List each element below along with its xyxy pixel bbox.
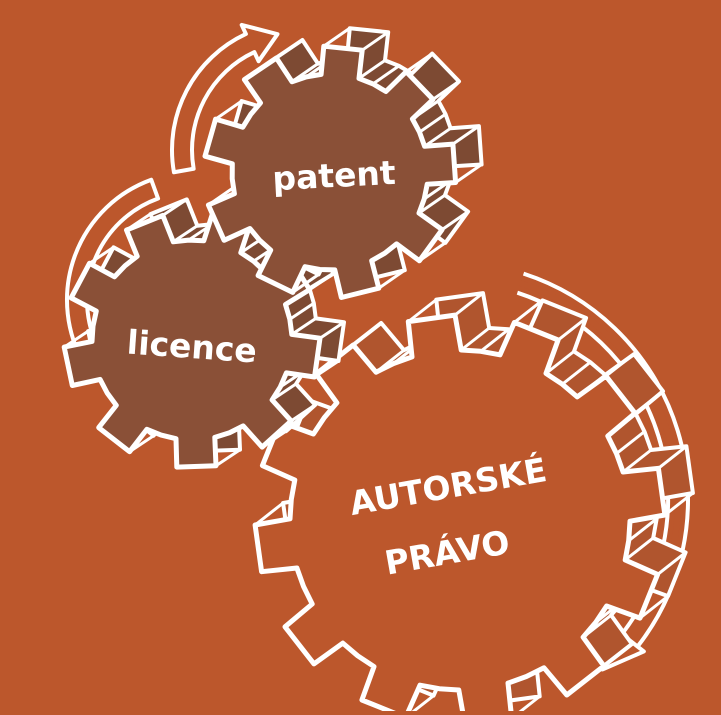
gear-licence-edge <box>161 198 188 217</box>
gear-autorske-edge <box>545 350 575 375</box>
gear-autorske-edge <box>657 445 688 470</box>
gear-autorske-edge <box>479 328 510 353</box>
gear-autorske-edge <box>561 361 592 386</box>
gear-autorske-edge <box>639 594 669 620</box>
gear-licence-edge <box>215 448 241 467</box>
gear-autorske-edge <box>624 536 655 562</box>
gear-autorske-edge <box>454 291 484 317</box>
gear-autorske-edge <box>254 501 284 527</box>
gear-autorske-edge <box>615 430 646 455</box>
gear-autorske-edge <box>622 448 653 474</box>
gear-patent-edge <box>423 127 452 148</box>
gear-licence-edge <box>290 403 317 423</box>
gear-patent <box>202 26 484 300</box>
gear-autorske-pravo <box>252 291 695 715</box>
gear-autorske-edge <box>352 321 383 347</box>
gear-patent-edge <box>322 26 351 48</box>
gear-autorske-face <box>252 312 668 715</box>
gear-licence-edge <box>288 301 315 321</box>
gear-patent-edge <box>418 193 446 215</box>
gear-patent-edge <box>214 99 243 121</box>
gear-patent-edge <box>275 38 304 60</box>
gear-autorske-edge <box>460 326 491 352</box>
gear-patent-edge <box>405 52 434 73</box>
gear-patent-edge <box>452 124 480 146</box>
gear-patent-edge <box>454 163 483 184</box>
gear-label-patent: patent <box>271 153 396 198</box>
gear-autorske-edge <box>634 390 664 415</box>
gear-autorske-edge <box>407 298 438 323</box>
gear-patent-edge <box>358 59 386 80</box>
gear-patent-edge <box>372 64 400 86</box>
gear-patent-face <box>202 43 459 300</box>
gear-autorske-edge <box>656 551 687 576</box>
gear-licence-edge <box>308 272 335 291</box>
gear-autorske-edge <box>557 316 588 342</box>
gear-autorske-edge <box>513 299 544 324</box>
gear-patent-edge <box>441 210 469 231</box>
gear-licence-edge <box>313 359 340 379</box>
gear-patent-edge <box>432 80 460 101</box>
gear-licence-edge <box>319 320 345 340</box>
gear-patent-edge <box>418 112 447 134</box>
gear-autorske-edge <box>627 517 658 542</box>
gear-patent-edge <box>361 30 390 52</box>
gear-licence-edge <box>88 246 115 265</box>
gear-patent-edge <box>291 273 320 294</box>
gear-autorske-edge <box>603 642 633 668</box>
gear-autorske-edge <box>605 352 635 378</box>
top-curved-arrow-icon <box>170 22 280 175</box>
gear-patent-edge <box>377 268 406 290</box>
gear-label-licence: licence <box>126 323 258 371</box>
gear-licence-edge <box>291 317 317 336</box>
gear-autorske-edge <box>664 491 694 517</box>
